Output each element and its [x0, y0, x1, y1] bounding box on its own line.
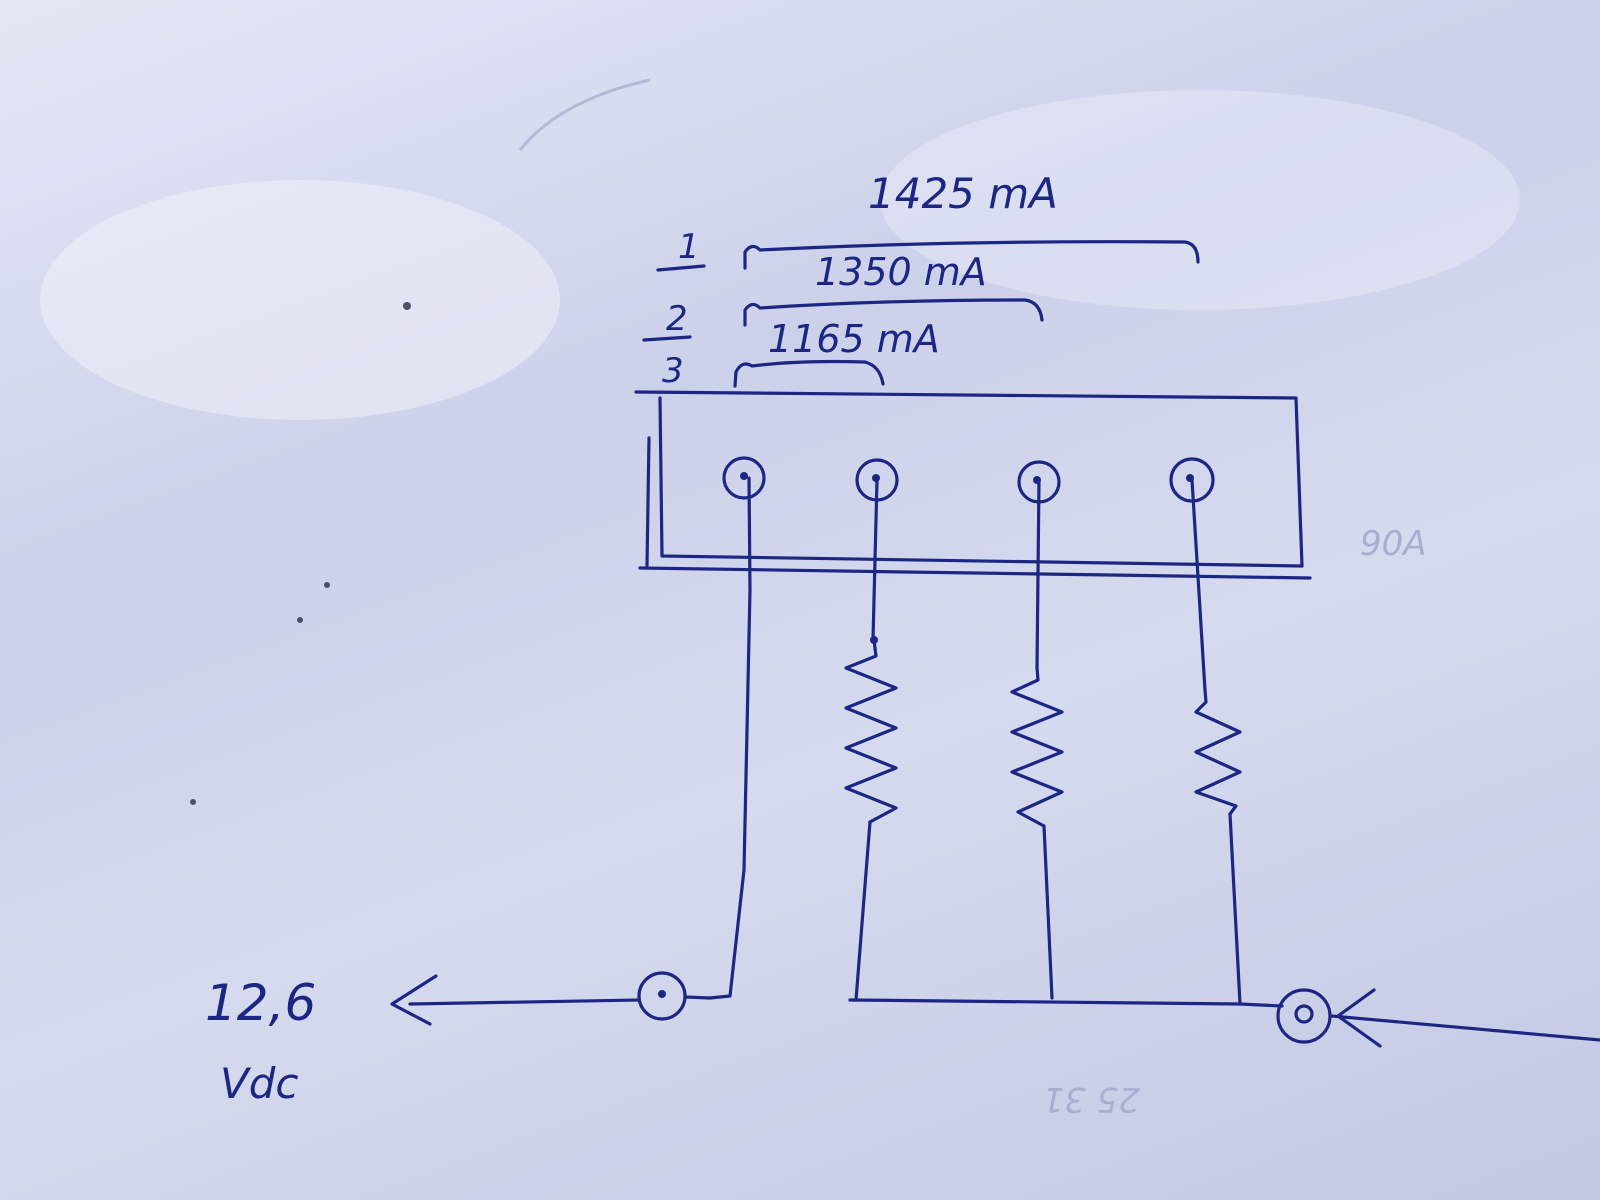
- return-arrow: [1330, 988, 1600, 1048]
- tap-number-underline: [656, 264, 706, 272]
- output-jack: [637, 971, 712, 1021]
- terminal-1: [722, 456, 766, 500]
- tap-current-3: 1165 mA: [768, 317, 940, 361]
- paper-fold: [518, 78, 651, 151]
- output-arrow: [390, 974, 641, 1026]
- terminal-block: [634, 390, 1312, 580]
- paper-highlight: [880, 90, 1520, 310]
- tap-number-2: 2: [666, 299, 688, 339]
- return-bus: [848, 998, 1284, 1008]
- tap-number-1: 1: [678, 227, 700, 267]
- return-jack: [1276, 988, 1332, 1044]
- resistor-3: [1190, 478, 1242, 1006]
- tap-bracket-3: [733, 359, 885, 388]
- tap-number-3: 3: [662, 351, 684, 391]
- tap-current-2: 1350 mA: [815, 250, 987, 294]
- paper-speck: [324, 582, 330, 588]
- faint-mark: 90A: [1360, 524, 1427, 564]
- resistor-2: [1010, 478, 1064, 1000]
- resistor-1: [844, 478, 898, 1002]
- tap-number-underline: [642, 335, 692, 342]
- paper-speck: [297, 617, 303, 623]
- common-wire: [708, 476, 752, 1000]
- supply-unit: Vdc: [220, 1059, 298, 1108]
- paper-speck: [190, 799, 196, 805]
- tap-bracket-2: [743, 298, 1044, 327]
- paper-speck: [403, 302, 411, 310]
- tap-bracket-1: [743, 240, 1200, 270]
- supply-voltage: 12,6: [205, 974, 316, 1032]
- paper-highlight: [40, 180, 560, 420]
- tap-current-1: 1425 mA: [868, 169, 1058, 218]
- faint-mark: 25 31: [1043, 1079, 1140, 1119]
